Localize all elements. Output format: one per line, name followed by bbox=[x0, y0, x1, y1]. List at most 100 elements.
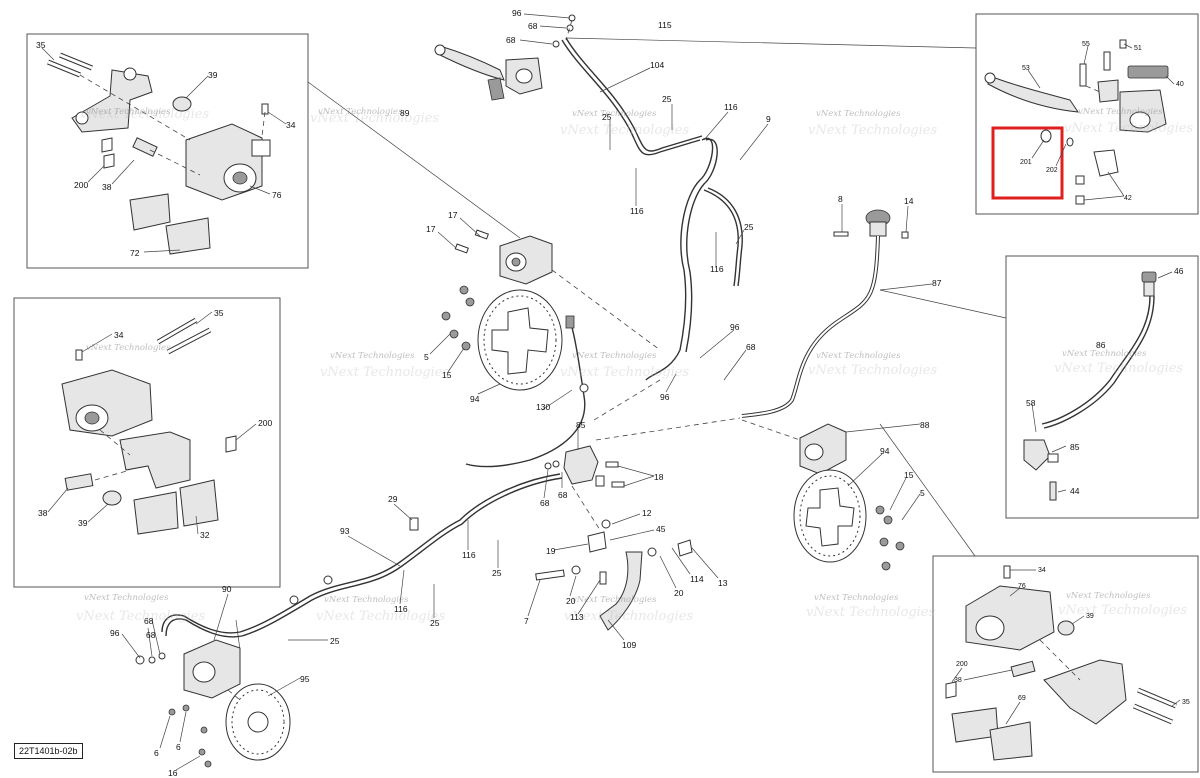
callout-68: 68 bbox=[506, 35, 516, 45]
callout-72: 72 bbox=[130, 248, 140, 258]
svg-text:vNext Technologies: vNext Technologies bbox=[86, 107, 171, 117]
inset-bottom-right-parts bbox=[945, 565, 1177, 761]
callout-93: 93 bbox=[340, 526, 350, 536]
callout-34: 34 bbox=[114, 330, 124, 340]
svg-text:vNext Technologies: vNext Technologies bbox=[564, 609, 693, 624]
inset-bottom-right-frame bbox=[932, 555, 1199, 773]
callout-17: 17 bbox=[448, 210, 458, 220]
callout-32: 32 bbox=[200, 530, 210, 540]
diagram-reference-code: 22T1401b-02b bbox=[14, 743, 83, 759]
inset-connectors bbox=[235, 37, 1007, 651]
callout-19: 19 bbox=[546, 546, 556, 556]
svg-text:vNext Technologies: vNext Technologies bbox=[1062, 349, 1147, 359]
callouts-main: 96 68 68 115 104 25 25 116 116 9 116 25 … bbox=[110, 8, 942, 778]
callout-55: 55 bbox=[1082, 41, 1090, 48]
svg-text:vNext Technologies: vNext Technologies bbox=[1054, 361, 1183, 376]
callout-7: 7 bbox=[524, 616, 529, 626]
callout-116: 116 bbox=[394, 604, 408, 614]
rear-reservoir bbox=[833, 209, 909, 239]
callout-38: 38 bbox=[38, 508, 48, 518]
callout-42: 42 bbox=[1124, 195, 1132, 202]
inset-mid-left-frame bbox=[13, 297, 281, 588]
callout-87: 87 bbox=[932, 278, 942, 288]
callout-9: 9 bbox=[766, 114, 771, 124]
callout-200: 200 bbox=[956, 661, 968, 668]
callout-35: 35 bbox=[1182, 699, 1190, 706]
callout-201: 201 bbox=[1020, 159, 1032, 166]
callout-39: 39 bbox=[1086, 613, 1094, 620]
inset-mid-right-parts bbox=[1023, 271, 1157, 501]
svg-text:vNext Technologies: vNext Technologies bbox=[1066, 591, 1151, 601]
rear-line-87 bbox=[741, 235, 880, 418]
callouts-inset-top-left: 35 39 34 200 38 76 72 bbox=[36, 40, 296, 258]
callout-116: 116 bbox=[630, 206, 644, 216]
inset-top-left-frame bbox=[26, 33, 309, 269]
callout-5: 5 bbox=[424, 352, 429, 362]
disc-bolts-right bbox=[875, 505, 905, 571]
callout-6: 6 bbox=[176, 742, 181, 752]
svg-text:vNext Technologies: vNext Technologies bbox=[572, 351, 657, 361]
callout-88: 88 bbox=[920, 420, 930, 430]
callout-68: 68 bbox=[540, 498, 550, 508]
callout-94: 94 bbox=[470, 394, 480, 404]
svg-text:vNext Technologies: vNext Technologies bbox=[816, 351, 901, 361]
callout-68: 68 bbox=[146, 630, 156, 640]
svg-text:vNext Technologies: vNext Technologies bbox=[560, 365, 689, 380]
inset-mid-right-frame bbox=[1005, 255, 1199, 519]
callout-6: 6 bbox=[154, 748, 159, 758]
rear-caliper-90 bbox=[135, 639, 241, 699]
svg-text:vNext Technologies: vNext Technologies bbox=[318, 107, 403, 117]
svg-text:vNext Technologies: vNext Technologies bbox=[1058, 603, 1187, 618]
callout-35: 35 bbox=[214, 308, 224, 318]
callout-38: 38 bbox=[102, 182, 112, 192]
callout-13: 13 bbox=[718, 578, 728, 588]
callout-104: 104 bbox=[650, 60, 664, 70]
svg-text:vNext Technologies: vNext Technologies bbox=[572, 109, 657, 119]
callout-15: 15 bbox=[904, 470, 914, 480]
front-master-cylinder bbox=[434, 14, 576, 101]
callout-200: 200 bbox=[258, 418, 272, 428]
svg-text:vNext Technologies: vNext Technologies bbox=[320, 365, 449, 380]
callout-34: 34 bbox=[1038, 567, 1046, 574]
callout-25: 25 bbox=[430, 618, 440, 628]
callout-116: 116 bbox=[462, 550, 476, 560]
svg-text:vNext Technologies: vNext Technologies bbox=[560, 123, 689, 138]
svg-text:vNext Technologies: vNext Technologies bbox=[86, 343, 171, 353]
callout-96: 96 bbox=[660, 392, 670, 402]
callout-51: 51 bbox=[1134, 45, 1142, 52]
svg-text:vNext Technologies: vNext Technologies bbox=[808, 363, 937, 378]
svg-text:vNext Technologies: vNext Technologies bbox=[80, 107, 209, 122]
callout-40: 40 bbox=[1176, 81, 1184, 88]
callout-202: 202 bbox=[1046, 167, 1058, 174]
brake-pedal bbox=[535, 519, 693, 631]
callout-68: 68 bbox=[144, 616, 154, 626]
brake-line-116-left bbox=[645, 137, 714, 381]
highlight-box bbox=[991, 126, 1064, 200]
callout-35: 35 bbox=[36, 40, 46, 50]
watermarks: vNext Technologies vNext Technologies vN… bbox=[76, 107, 1193, 624]
callouts-inset-mid-right: 46 86 58 85 44 bbox=[1026, 266, 1184, 496]
callout-116: 116 bbox=[710, 264, 724, 274]
callout-44: 44 bbox=[1070, 486, 1080, 496]
callout-130: 130 bbox=[536, 402, 550, 412]
rear-disc-bolts bbox=[168, 704, 212, 768]
callout-109: 109 bbox=[622, 640, 636, 650]
callout-25: 25 bbox=[492, 568, 502, 578]
callout-94: 94 bbox=[880, 446, 890, 456]
callout-114: 114 bbox=[690, 574, 704, 584]
callout-5: 5 bbox=[920, 488, 925, 498]
callout-90: 90 bbox=[222, 584, 232, 594]
svg-text:vNext Technologies: vNext Technologies bbox=[330, 351, 415, 361]
callouts-inset-top-right: 55 51 53 40 201 202 42 bbox=[1020, 41, 1184, 202]
callout-38: 38 bbox=[954, 677, 962, 684]
rear-line-93 bbox=[161, 473, 561, 634]
svg-text:vNext Technologies: vNext Technologies bbox=[1078, 107, 1163, 117]
callouts-inset-mid-left: 35 34 200 38 39 32 bbox=[38, 308, 272, 540]
inset-top-left-parts bbox=[47, 52, 271, 255]
callout-15: 15 bbox=[442, 370, 452, 380]
callout-86: 86 bbox=[1096, 340, 1106, 350]
callout-53: 53 bbox=[1022, 65, 1030, 72]
callout-89: 89 bbox=[400, 108, 410, 118]
